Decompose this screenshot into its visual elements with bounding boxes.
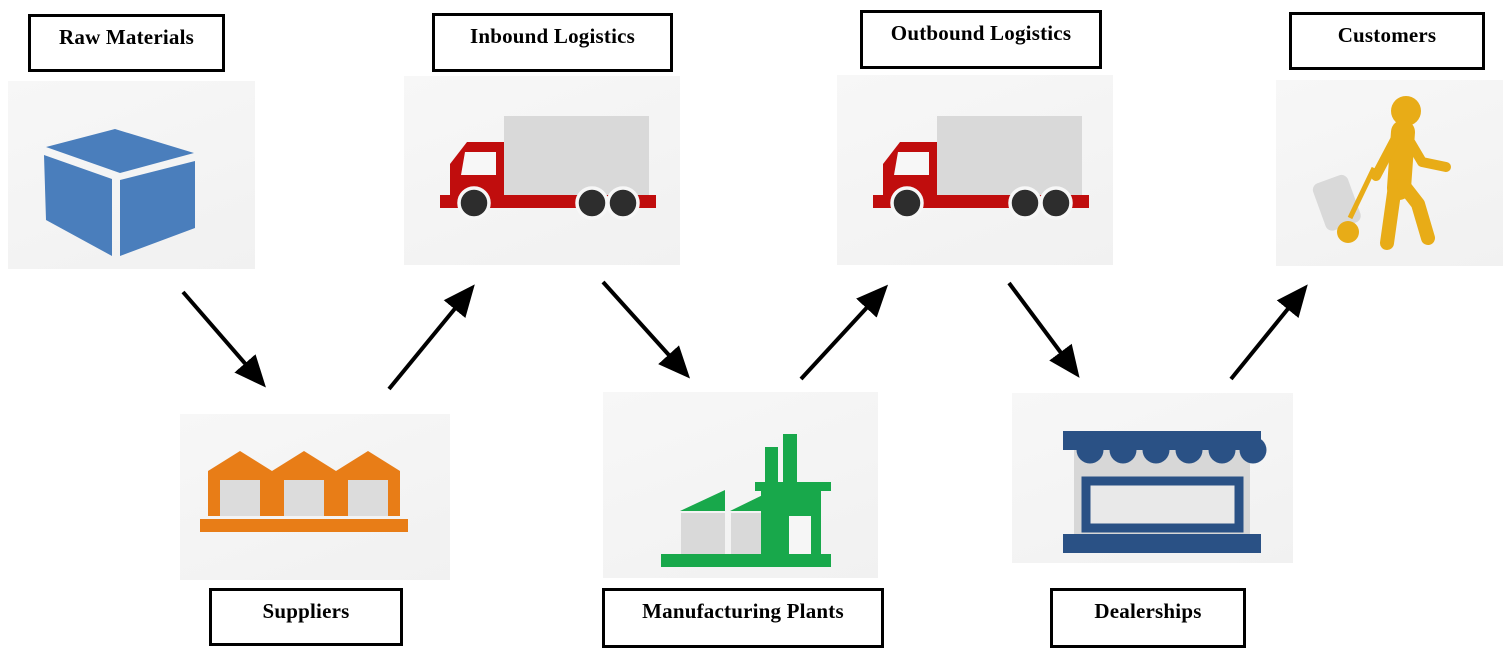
tile-raw-materials [8,81,255,269]
factory-icon [661,434,831,567]
tile-dealerships [1012,393,1293,563]
label-dealerships-text: Dealerships [1094,599,1202,623]
label-inbound-logistics-text: Inbound Logistics [469,24,636,48]
arrow-suppliers-to-inbound-logistics [387,284,475,391]
arrow-manufacturing-plants-to-outbound-logistics [799,284,889,381]
tile-outbound-logistics [837,75,1113,265]
tile-suppliers [180,414,450,580]
label-suppliers: Suppliers [209,588,403,646]
label-raw-materials: Raw Materials [28,14,225,72]
label-customers: Customers [1289,12,1485,70]
label-suppliers-text: Suppliers [262,599,350,623]
truck-icon [873,116,1089,220]
traveler-icon [1312,96,1451,250]
truck-icon [440,116,656,220]
label-dealerships: Dealerships [1050,588,1246,648]
warehouse-icon [200,451,408,532]
label-outbound-logistics-text: Outbound Logistics [890,21,1072,45]
tile-inbound-logistics [404,76,680,265]
arrow-dealerships-to-customers [1229,284,1308,381]
arrow-inbound-logistics-to-manufacturing-plants [601,280,691,379]
arrow-outbound-logistics-to-dealerships [1007,281,1080,378]
label-raw-materials-text: Raw Materials [59,25,194,49]
tile-manufacturing-plants [603,392,878,578]
arrow-raw-materials-to-suppliers [181,290,266,388]
label-outbound-logistics: Outbound Logistics [860,10,1102,69]
label-manufacturing-plants-text: Manufacturing Plants [642,599,844,623]
label-manufacturing-plants: Manufacturing Plants [602,588,884,648]
label-customers-text: Customers [1337,23,1437,47]
storefront-icon [1063,431,1267,553]
label-inbound-logistics: Inbound Logistics [432,13,673,72]
box-icon [44,129,195,256]
tile-customers [1276,80,1503,266]
